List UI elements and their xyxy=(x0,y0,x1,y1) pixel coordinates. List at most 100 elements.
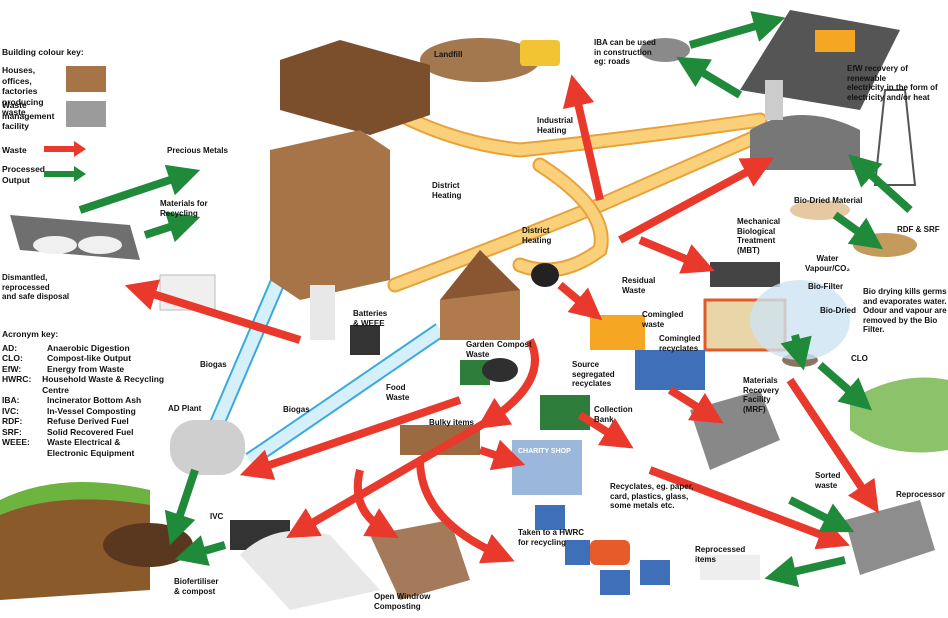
weee-tv xyxy=(350,325,380,355)
label-compost: Compost xyxy=(497,340,532,349)
iba-to-road-arrow xyxy=(688,11,786,49)
compost-heap xyxy=(103,523,193,567)
label-bio-dried: Bio-Dried xyxy=(820,306,856,315)
label-bio-dried-material: Bio-Dried Material xyxy=(794,196,863,205)
acronym-abbr: SRF: xyxy=(2,426,22,437)
biogas-pipe-2 xyxy=(246,325,444,465)
acronym-row: CLO:Compost-like Output xyxy=(2,353,177,364)
label-residual-waste: Residual Waste xyxy=(622,276,656,295)
label-batteries-weee: Batteries & WEEE xyxy=(353,309,388,328)
acronym-row: WEEE: Waste Electrical & Electronic Equip… xyxy=(2,437,177,458)
bio-dried-to-rdf-arrow xyxy=(832,211,884,250)
residual-to-mbt-arrow xyxy=(638,236,715,274)
label-district-heating-2: District Heating xyxy=(522,226,552,245)
acronym-meaning: In-Vessel Composting xyxy=(47,405,136,416)
collection-bank-arrow xyxy=(577,411,634,449)
label-reprocessor: Reprocessor xyxy=(896,490,945,499)
label-mrf: Materials Recovery Facility (MRF) xyxy=(743,376,780,414)
acronym-meaning: Anaerobic Digestion xyxy=(47,342,130,353)
acronym-abbr: RDF: xyxy=(2,416,23,426)
landfill-bulldozer xyxy=(520,40,560,66)
label-biogas-2: Biogas xyxy=(283,405,310,414)
to-comingled-lorry-arrow xyxy=(557,281,603,321)
label-district-heating-1: District Heating xyxy=(432,181,462,200)
label-collection-bank: Collection Bank xyxy=(594,405,633,424)
label-efw-recovery: EfW recovery of renewable electricity in… xyxy=(847,64,938,102)
comingled-waste-lorry xyxy=(590,315,645,350)
acronym-meaning: Waste Electrical & Electronic Equipment xyxy=(47,437,135,458)
label-comingled-recyclates: Comingled recyclates xyxy=(659,334,701,353)
reprocessor-to-items-arrow xyxy=(764,555,846,587)
acronym-abbr: HWRC: xyxy=(2,374,32,384)
label-biogas-1: Biogas xyxy=(200,360,227,369)
label-garden-waste: Garden Waste xyxy=(466,340,495,359)
label-clo: CLO xyxy=(851,354,868,363)
ivc-tunnels xyxy=(240,530,380,610)
hwrc-skip xyxy=(640,560,670,585)
buildings xyxy=(10,40,935,610)
acronym-abbr: AD: xyxy=(2,342,18,353)
mbt-to-reprocessor-arrow xyxy=(786,377,879,514)
acronym-meaning: Solid Recovered Fuel xyxy=(47,426,134,437)
efw-to-landfill-arrow xyxy=(562,74,604,201)
to-windrow-arrow xyxy=(353,469,399,538)
hwrc-skip xyxy=(565,540,590,565)
label-industrial-heating: Industrial Heating xyxy=(537,116,574,135)
acronym-abbr: EfW: xyxy=(2,363,22,374)
label-ivc: IVC xyxy=(210,512,224,521)
to-bulky-arrow xyxy=(476,338,539,429)
acronym-row: AD: Anaerobic Digestion xyxy=(2,343,177,354)
land-restoration-right xyxy=(850,377,948,453)
district-heating-pipe-1 xyxy=(389,129,766,291)
acronym-row: HWRC: Household Waste & Recycling Centre xyxy=(2,374,177,395)
to-precious-metals-arrow xyxy=(78,164,201,214)
facility-key-label: Waste management facility xyxy=(2,100,55,131)
factory-building xyxy=(280,40,430,135)
label-open-windrow: Open Windrow Composting xyxy=(374,592,431,611)
label-precious-metals: Precious Metals xyxy=(167,146,228,155)
acronym-row: IVC: In-Vessel Composting xyxy=(2,406,177,417)
label-materials-for-recycling: Materials for Recycling xyxy=(160,199,208,218)
acronym-meaning: Compost-like Output xyxy=(47,353,132,363)
ad-plant xyxy=(170,420,245,475)
label-recyclates-eg: Recyclates, eg. paper, card, plastics, g… xyxy=(610,482,694,510)
label-water-vapour: Water Vapour/CO₂ xyxy=(805,254,850,273)
residual-to-efw-arrow xyxy=(618,157,775,244)
office-building xyxy=(270,130,390,300)
compost-bin xyxy=(482,358,518,382)
label-charity-shop: CHARITY SHOP xyxy=(518,448,571,455)
hwrc-skip xyxy=(600,570,630,595)
acronym-meaning: Incinerator Bottom Ash xyxy=(47,395,142,405)
hwrc-skip xyxy=(535,505,565,530)
dismantling-facility xyxy=(10,215,140,260)
label-sorted-waste: Sorted waste xyxy=(815,471,841,490)
land-restoration-left xyxy=(0,492,150,600)
label-biofertiliser: Biofertiliser & compost xyxy=(174,577,219,596)
producer-key-label: Houses, offices, factories producing was… xyxy=(2,65,44,117)
bio-filter-dome xyxy=(750,280,850,360)
output-arrows xyxy=(78,11,913,587)
reprocessor-building xyxy=(845,500,935,575)
efw-to-iba-arrow xyxy=(676,56,743,99)
garden-waste-to-ivc-arrow xyxy=(286,416,493,539)
acronym-meaning: Refuse Derived Fuel xyxy=(47,416,129,426)
bulky-to-charity-arrow xyxy=(478,439,526,471)
to-materials-arrow xyxy=(143,211,201,243)
landfill-mound xyxy=(420,38,540,82)
recyclates-to-reprocessor-arrow xyxy=(648,466,850,550)
weee-to-dismantling-arrow xyxy=(124,279,302,344)
label-taken-to-hwrc: Taken to a HWRC for recycling xyxy=(518,528,585,547)
label-dismantled: Dismantled, reprocessed and safe disposa… xyxy=(2,273,70,301)
acronym-abbr: WEEE: xyxy=(2,437,30,447)
acronym-row: RDF: Refuse Derived Fuel xyxy=(2,416,177,427)
acronym-meaning: Household Waste & Recycling Centre xyxy=(42,374,165,395)
acronym-row: IBA: Incinerator Bottom Ash xyxy=(2,395,177,406)
label-bio-drying-note: Bio drying kills germs and evaporates wa… xyxy=(863,287,947,334)
acronym-abbr: IVC: xyxy=(2,405,19,416)
acronym-abbr: IBA: xyxy=(2,395,20,405)
label-iba-roads: IBA can be used in construction eg: road… xyxy=(594,38,656,66)
residual-waste-bags xyxy=(531,263,559,287)
output-key-label: Processed Output xyxy=(2,164,45,185)
